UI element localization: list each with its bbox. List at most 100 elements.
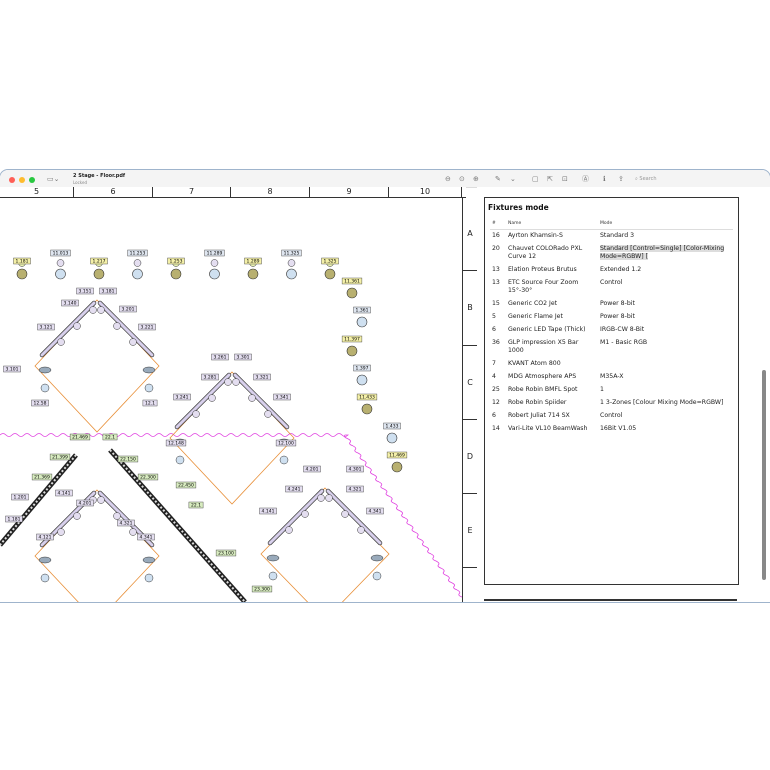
scrollbar[interactable]: [762, 370, 766, 580]
name-text: Vari-Lite VL10 BeamWash: [508, 425, 588, 432]
cell-name: Elation Proteus Brutus: [506, 264, 598, 277]
fixture-icon: [93, 268, 105, 280]
markup-icon[interactable]: ⊡: [562, 175, 568, 183]
cell-count: 6: [490, 410, 506, 423]
label-box: [76, 499, 94, 507]
fixture-label: 11.289: [207, 251, 223, 257]
fixture-label: 1.433: [386, 424, 399, 430]
ruler-row: E: [463, 494, 477, 568]
label-box: [244, 257, 262, 265]
label-box: [50, 249, 71, 257]
fixture-icon: [38, 556, 52, 564]
actual-size-icon[interactable]: ⊙: [459, 175, 465, 183]
name-text: Elation Proteus Brutus: [508, 266, 577, 273]
fixture-label: 12.148: [168, 441, 184, 447]
label-box: [137, 533, 155, 541]
cell-name: Robe Robin BMFL Spot: [506, 384, 598, 397]
fixture-label: 4.241: [288, 487, 301, 493]
name-text: ETC Source Four Zoom 15°-30°: [508, 279, 579, 294]
label-box: [281, 249, 302, 257]
name-text: Robe Robin Spiider: [508, 399, 567, 406]
markup-pen-icon[interactable]: ✎: [495, 175, 501, 183]
fixture-icon: [175, 455, 185, 465]
label-box: [346, 485, 364, 493]
cell-mode: Standard [Control=Single] [Color-Mixing …: [598, 243, 733, 264]
count-text: 16: [492, 232, 500, 239]
fixture-label: 21.399: [52, 455, 68, 461]
floor-plan-drawing: 1.18111.0131.21711.2531.25311.2891.28911…: [0, 249, 462, 602]
led-tape: [109, 449, 246, 602]
share-box-icon[interactable]: ⇱: [547, 175, 553, 183]
fixture-label: 4.141: [58, 491, 71, 497]
fixture-label: 3.121: [40, 325, 53, 331]
fixture-icon: [97, 306, 105, 314]
label-box: [117, 455, 139, 463]
cell-name: Robert Juliat 714 SX: [506, 410, 598, 423]
label-box: [383, 422, 401, 430]
label-box: [201, 373, 219, 381]
label-box: [55, 489, 73, 497]
fixture-label: 22.300: [140, 475, 156, 481]
highlight-icon[interactable]: ▢: [532, 175, 539, 183]
close-button[interactable]: [9, 177, 15, 183]
info-icon[interactable]: ℹ: [603, 175, 606, 183]
zoom-out-icon[interactable]: ⊖: [445, 175, 451, 183]
fixture-label: 11.013: [53, 251, 69, 257]
fixture-icon: [224, 378, 232, 386]
ruler-row: D: [463, 420, 477, 494]
label-box: [13, 257, 31, 265]
name-text: KVANT Atom 800: [508, 360, 561, 367]
fixture-icon: [361, 403, 373, 415]
led-tape: [0, 453, 78, 547]
ruler-col: 6: [74, 187, 153, 197]
fixture-icon: [129, 528, 137, 536]
label-box: [76, 287, 94, 295]
fixture-label: 12.100: [278, 441, 294, 447]
cell-name: GLP impression X5 Bar 1000: [506, 337, 598, 358]
cell-name: Generic LED Tape (Thick): [506, 324, 598, 337]
label-box: [353, 364, 371, 372]
cell-name: Generic CO2 Jet: [506, 298, 598, 311]
share-icon[interactable]: ⇪: [618, 175, 624, 183]
minimize-button[interactable]: [19, 177, 25, 183]
chevron-down-icon[interactable]: ⌄: [510, 175, 516, 183]
fixture-icon: [266, 554, 280, 562]
cell-mode: M35A-X: [598, 371, 733, 384]
label-box: [61, 299, 79, 307]
label-box: [3, 365, 21, 373]
name-text: Generic Flame Jet: [508, 313, 563, 320]
fixture-icon: [279, 455, 289, 465]
fixture-label: 3.241: [176, 395, 189, 401]
sidebar-toggle-icon[interactable]: ▭⌄: [47, 175, 60, 183]
fixture-icon: [142, 556, 156, 564]
search-field[interactable]: ⌕ Search: [635, 174, 755, 184]
label-box: [341, 335, 363, 343]
zoom-button[interactable]: [29, 177, 35, 183]
label-box: [386, 451, 408, 459]
label-box: [37, 323, 55, 331]
label-box: [90, 257, 108, 265]
truss-left: [175, 373, 231, 429]
cell-count: 4: [490, 371, 506, 384]
label-box: [346, 465, 364, 473]
cell-mode: M1 - Basic RGB: [598, 337, 733, 358]
cell-mode: Standard 3: [598, 230, 733, 244]
fixture-icon: [170, 268, 182, 280]
cell-name: KVANT Atom 800: [506, 358, 598, 371]
label-box: [253, 373, 271, 381]
cell-mode: Power 8-bit: [598, 311, 733, 324]
fixture-label: 3.221: [141, 325, 154, 331]
cell-count: 14: [490, 423, 506, 436]
fixture-label: 1.289: [247, 259, 260, 265]
fixture-icon: [264, 410, 272, 418]
fixture-icon: [73, 512, 81, 520]
annotate-icon[interactable]: Ⓐ: [582, 175, 589, 183]
cell-name: Ayrton Khamsin-S: [506, 230, 598, 244]
zoom-in-icon[interactable]: ⊕: [473, 175, 479, 183]
label-box: [234, 353, 252, 361]
